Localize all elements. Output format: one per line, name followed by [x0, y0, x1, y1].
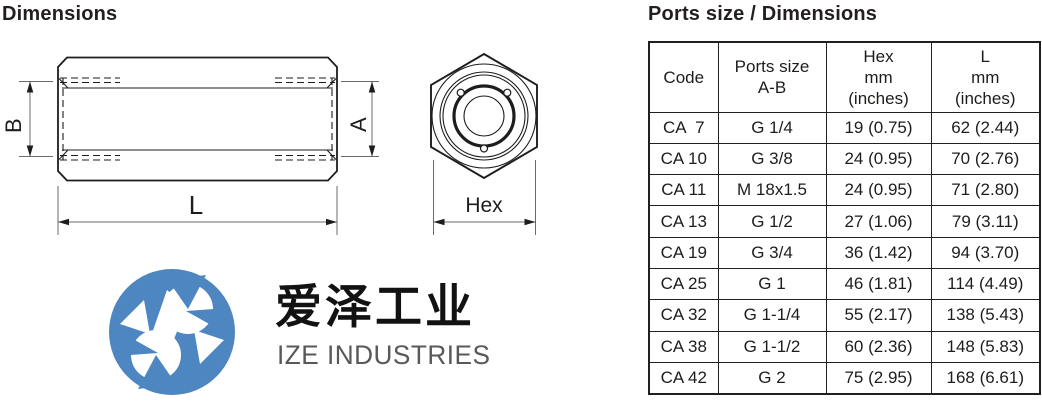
table-cell: 24 (0.95): [825, 142, 932, 176]
table-cell: G 2: [717, 361, 827, 395]
bore-circle: [463, 95, 505, 137]
coupling-body-outline: [57, 56, 338, 182]
table-cell: 148 (5.83): [930, 330, 1041, 363]
ize-logo-icon: [109, 269, 235, 395]
table-cell: G 3/4: [717, 236, 827, 269]
table-cell: 60 (2.36): [825, 330, 932, 363]
technical-drawing: B A L Hex: [1, 52, 538, 235]
thread-hidden-lines: [60, 77, 335, 161]
dimensions-title: Dimensions: [2, 3, 118, 25]
table-cell: 114 (4.49): [930, 267, 1041, 301]
dimension-hex: Hex: [433, 160, 536, 235]
table-cell: CA 7: [648, 111, 719, 144]
table-cell: CA 11: [648, 174, 719, 207]
table-cell: 24 (0.95): [825, 174, 932, 207]
side-view: [57, 56, 338, 182]
table-cell: 55 (2.17): [825, 299, 932, 332]
table-cell: 27 (1.06): [825, 205, 932, 238]
dimension-a: A: [341, 81, 379, 157]
table-cell: G 1/4: [717, 111, 827, 144]
table-cell: G 1: [717, 267, 827, 301]
table-cell: 19 (0.75): [825, 111, 932, 144]
table-cell: 62 (2.44): [930, 111, 1041, 144]
table-cell: 75 (2.95): [825, 361, 932, 395]
hexagon-outline: [430, 52, 538, 180]
dim-label-l: L: [189, 190, 203, 220]
ports-size-title: Ports size / Dimensions: [648, 3, 878, 25]
hex-view: [430, 52, 538, 180]
table-cell: G 1/2: [717, 205, 827, 238]
table-cell: CA 25: [648, 267, 719, 301]
table-cell: G 1-1/2: [717, 330, 827, 363]
table-cell: CA 19: [648, 236, 719, 269]
header-row: Code Ports size A-B Hex mm (inches) L mm…: [648, 41, 1041, 113]
column-header-hex: Hex mm (inches): [825, 41, 932, 113]
table-cell: 46 (1.81): [825, 267, 932, 301]
table-cell: CA 32: [648, 299, 719, 332]
table-cell: CA 42: [648, 361, 719, 395]
chamfer-lines: [58, 78, 337, 160]
dim-label-a: A: [346, 117, 371, 132]
dimension-b: B: [1, 81, 53, 157]
table-cell: 79 (3.11): [930, 205, 1041, 238]
logo-english-name: IZE INDUSTRIES: [277, 340, 491, 370]
table-cell: G 1-1/4: [717, 299, 827, 332]
dimension-l: L: [57, 186, 338, 235]
column-header-code: Code: [648, 41, 719, 113]
ports-size-table: Code Ports size A-B Hex mm (inches) L mm…: [648, 41, 1041, 395]
logo-chinese-name: 爱泽工业: [275, 280, 475, 333]
column-header-ports-size: Ports size A-B: [717, 41, 827, 113]
table-cell: 138 (5.43): [930, 299, 1041, 332]
column-header-l: L mm (inches): [930, 41, 1041, 113]
table-cell: M 18x1.5: [717, 174, 827, 207]
table-cell: 70 (2.76): [930, 142, 1041, 176]
table-cell: 71 (2.80): [930, 174, 1041, 207]
table-cell: 94 (3.70): [930, 236, 1041, 269]
spec-table-container: Code Ports size A-B Hex mm (inches) L mm…: [648, 41, 1041, 395]
table-cell: CA 13: [648, 205, 719, 238]
table-cell: 36 (1.42): [825, 236, 932, 269]
table-cell: CA 10: [648, 142, 719, 176]
table-cell: CA 38: [648, 330, 719, 363]
dim-label-b: B: [1, 118, 26, 133]
dim-label-hex: Hex: [465, 194, 503, 217]
table-cell: G 3/8: [717, 142, 827, 176]
table-cell: 168 (6.61): [930, 361, 1041, 395]
